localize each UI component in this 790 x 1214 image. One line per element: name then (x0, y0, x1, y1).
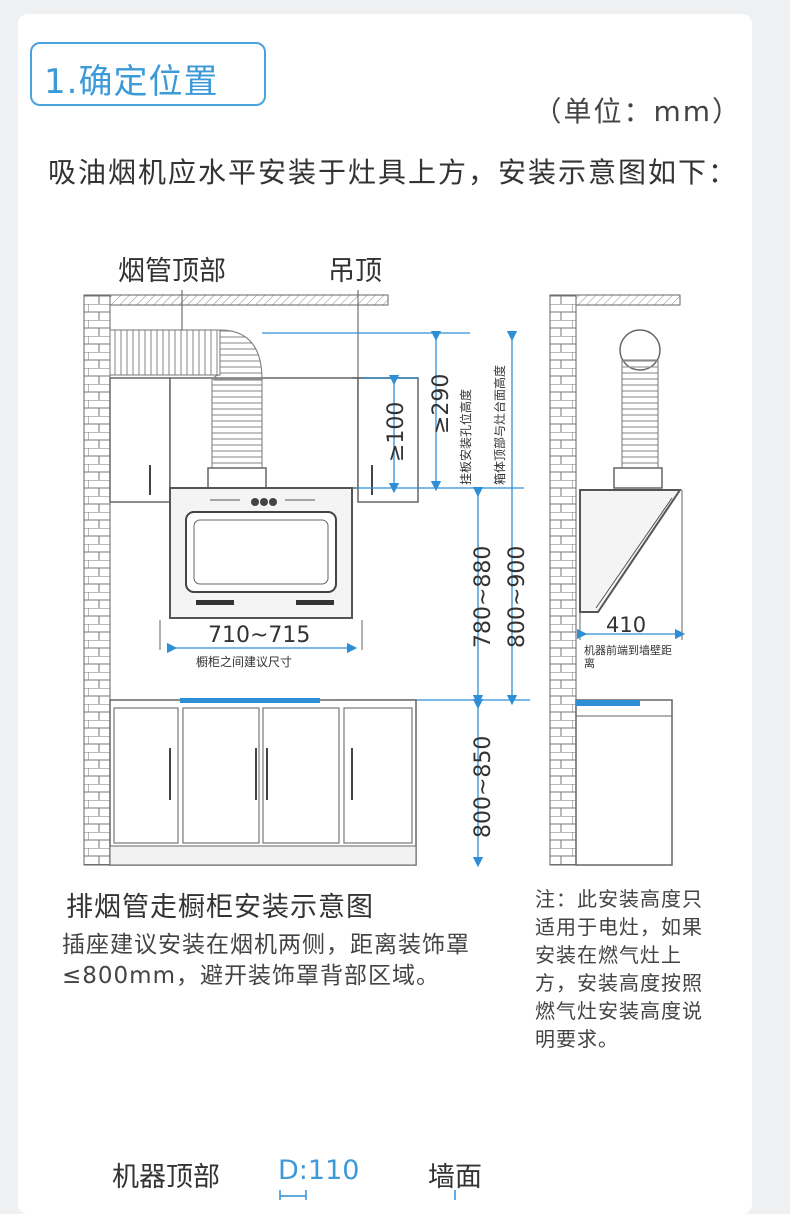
side-base-cabinet (575, 699, 673, 866)
unit-label: （单位：mm） (533, 95, 742, 128)
label-machine-top: 机器顶部 (112, 1162, 220, 1193)
range-hood-side (579, 489, 682, 613)
step-badge: 1.确定位置 (30, 42, 266, 106)
label-dim-800-850: 800~850 (471, 736, 496, 838)
label-dim-100: ≥100 (384, 402, 409, 462)
label-dim-710-715: 710~715 (208, 623, 310, 648)
label-d110: D:110 (278, 1155, 360, 1186)
range-hood-front (169, 487, 353, 619)
label-pipe-top: 烟管顶部 (118, 256, 226, 287)
ceiling-slab (109, 294, 389, 306)
label-dim-800-900: 800~900 (505, 546, 530, 648)
left-brick-wall (83, 294, 111, 866)
label-dim-note-2: 箱体顶部与灶台面高度 (492, 365, 507, 485)
step-title: 1.确定位置 (44, 62, 219, 102)
intro-text: 吸油烟机应水平安装于灶具上方，安装示意图如下： (48, 156, 739, 189)
duct-elbow (213, 329, 263, 381)
label-ceiling: 吊顶 (328, 256, 382, 287)
right-brick-wall (549, 294, 577, 866)
horizontal-duct (109, 329, 221, 376)
content-card (18, 14, 752, 1214)
label-dim-410: 410 (606, 613, 646, 637)
side-duct (621, 359, 659, 469)
label-dim-410-note: 机器前端到墙壁距离 (584, 644, 672, 670)
label-dim-note-1: 挂板安装孔位高度 (458, 389, 473, 485)
label-dim-710-note: 橱柜之间建议尺寸 (196, 655, 292, 669)
label-wall: 墙面 (428, 1162, 482, 1193)
height-note: 注：此安装高度只适用于电灶，如果安装在燃气灶上方，安装高度按照燃气灶安装高度说明… (535, 887, 703, 1051)
label-dim-780-880: 780~880 (471, 546, 496, 648)
socket-advice: 插座建议安装在烟机两侧，距离装饰罩≤800mm，避开装饰罩背部区域。 (62, 932, 470, 989)
base-cabinets (109, 698, 417, 866)
upper-cabinet-left (109, 377, 171, 503)
diagram-caption: 排烟管走橱柜安装示意图 (66, 892, 374, 923)
label-dim-290: ≥290 (429, 374, 454, 434)
vertical-duct (211, 377, 263, 469)
